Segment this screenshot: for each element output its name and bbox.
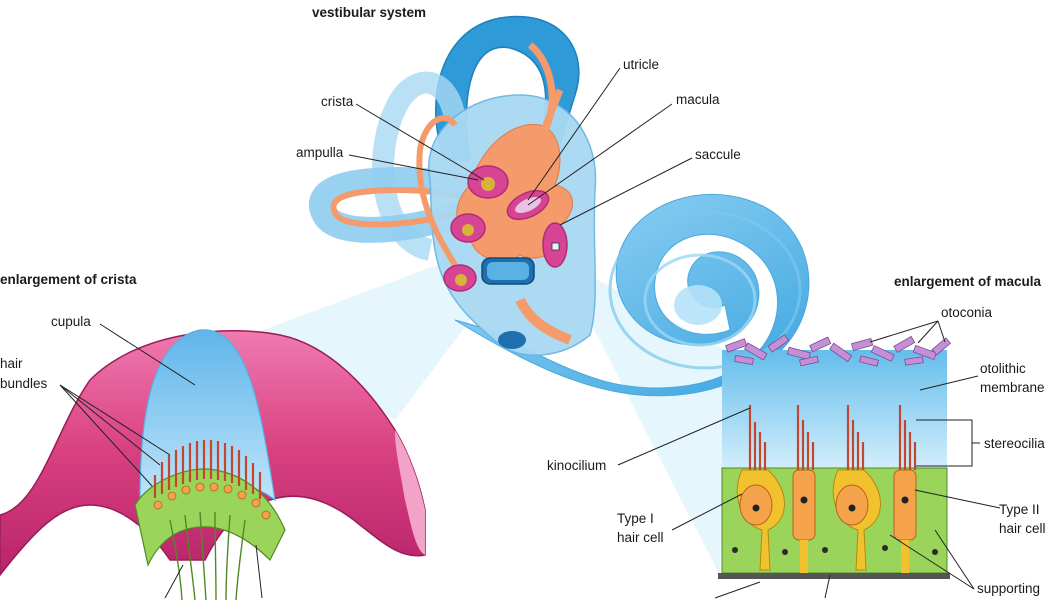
label-saccule: saccule: [695, 147, 741, 162]
crista-enlargement: [0, 329, 426, 601]
label-type2-line1: Type II: [999, 502, 1040, 517]
otoconia-crystals: [725, 334, 952, 367]
label-kinocilium: kinocilium: [547, 458, 606, 473]
label-otolithic-line1: otolithic: [980, 361, 1026, 376]
label-utricle: utricle: [623, 57, 659, 72]
label-stereocilia: stereocilia: [984, 436, 1045, 451]
vestibular-system: [308, 15, 597, 356]
leader-lines: [59, 67, 1001, 599]
crista-hair-bundles: [153, 440, 262, 499]
macula-stereocilia: [748, 405, 917, 470]
label-otoconia: otoconia: [941, 305, 993, 320]
round-window: [498, 331, 526, 349]
label-type2-line2: hair cell: [999, 521, 1046, 536]
label-macula: macula: [676, 92, 720, 107]
title-vestibular-system: vestibular system: [312, 5, 426, 20]
label-type1-line2: hair cell: [617, 530, 664, 545]
type1-hair-cell-left: [736, 469, 785, 571]
label-type1-line1: Type I: [617, 511, 654, 526]
label-hair-bundles-line2: bundles: [0, 376, 48, 391]
label-supporting: supporting: [977, 581, 1040, 596]
label-otolithic-line2: membrane: [980, 380, 1045, 395]
title-enlargement-of-crista: enlargement of crista: [0, 272, 137, 287]
crista-nerve-fibers: [169, 511, 246, 601]
title-enlargement-of-macula: enlargement of macula: [894, 274, 1042, 289]
type2-hair-cell-right: [893, 469, 917, 573]
label-crista: crista: [321, 94, 354, 109]
crista-magnification-cone: [250, 262, 485, 420]
macula-enlargement: [718, 334, 952, 579]
label-ampulla: ampulla: [296, 145, 344, 160]
label-hair-bundles-line1: hair: [0, 356, 23, 371]
type1-hair-cell-right: [832, 469, 881, 571]
label-cupula: cupula: [51, 314, 91, 329]
